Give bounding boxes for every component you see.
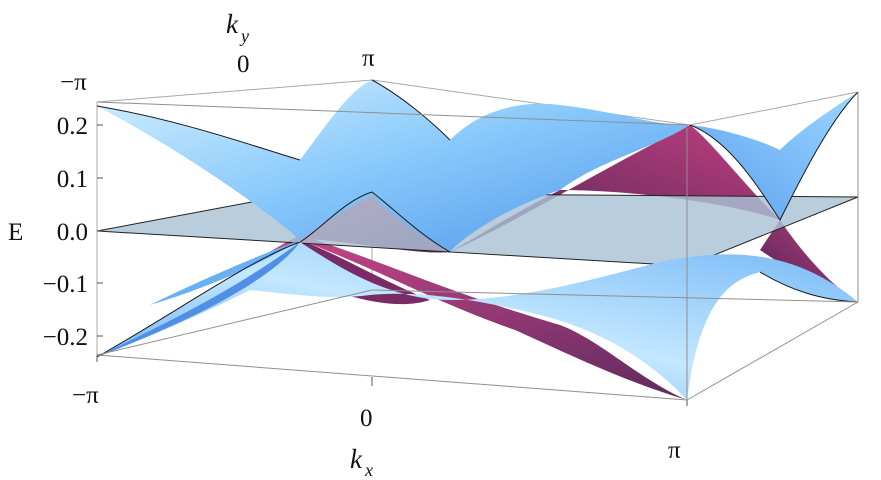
kx-axis-label: k x	[350, 444, 373, 480]
ky-tick-label: 0	[237, 51, 250, 78]
z-tick-label: −0.1	[43, 271, 88, 298]
x-axis-ticks	[96, 355, 688, 406]
ky-tick-label: −π	[60, 69, 87, 96]
ky-label-main: k	[226, 9, 239, 39]
upper-band-surface	[97, 80, 858, 305]
z-tick-label: 0.0	[57, 219, 88, 246]
box-front-edges	[96, 92, 859, 401]
ky-axis-label: k y	[226, 9, 249, 46]
ky-label-sub: y	[239, 26, 249, 46]
lower-band-surface	[97, 242, 858, 400]
kx-tick-label: π	[668, 437, 681, 464]
z-tick-labels: 0.2 0.1 0.0 −0.1 −0.2	[43, 113, 88, 351]
z-tick-label: −0.2	[43, 324, 88, 351]
z-tick-label: 0.1	[57, 166, 88, 193]
kx-tick-label: 0	[360, 405, 373, 432]
ky-tick-label: π	[362, 45, 375, 72]
z-tick-label: 0.2	[57, 113, 88, 140]
z-axis-label: E	[8, 219, 23, 246]
kx-tick-labels: −π 0 π	[72, 382, 681, 464]
kx-label-main: k	[350, 444, 363, 474]
z-axis-ticks	[97, 124, 103, 337]
ky-tick-labels: −π 0 π	[60, 45, 375, 96]
surface-edges	[96, 79, 859, 358]
kx-tick-label: −π	[72, 382, 99, 409]
kx-label-sub: x	[364, 460, 373, 480]
